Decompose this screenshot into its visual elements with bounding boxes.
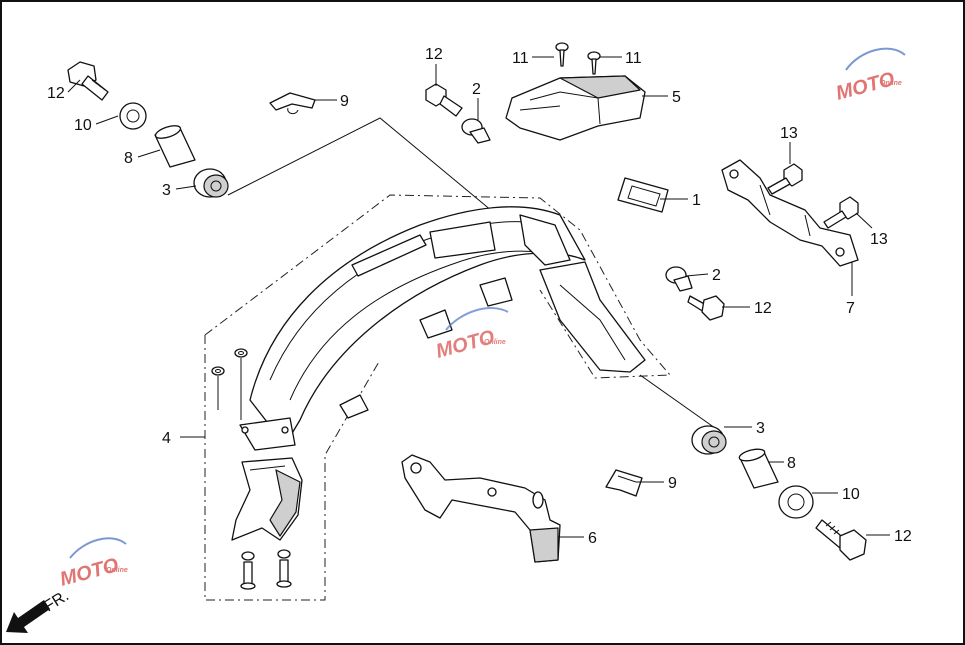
- watermark-small-text: Online: [484, 339, 506, 346]
- callout-11-right: 11: [625, 50, 642, 67]
- bolt-12-bottom-right: [815, 519, 867, 561]
- callout-7: 7: [846, 300, 855, 317]
- clip-9-top: [269, 92, 316, 115]
- collar-2-right: [665, 266, 693, 292]
- right-grommet-leader-line: [639, 374, 716, 429]
- callout-8-top-left: 8: [124, 150, 133, 167]
- callout-12-top-mid: 12: [425, 46, 443, 63]
- rear-fender: [239, 206, 646, 451]
- callout-10-right: 10: [842, 486, 860, 503]
- bracket-7: [721, 159, 859, 267]
- callout-4: 4: [162, 430, 171, 447]
- callout-9-top: 9: [340, 93, 349, 110]
- watermark-small-text: Online: [106, 567, 128, 574]
- collar-2-top-mid: [461, 118, 491, 144]
- callout-9-bottom: 9: [668, 475, 677, 492]
- watermark-swoosh-icon: [69, 537, 127, 559]
- callout-10-top-left: 10: [74, 117, 92, 134]
- collar-8-top-left: [154, 125, 196, 168]
- fender-assembly-lower-outline: [204, 335, 381, 601]
- callout-13-bottom: 13: [870, 231, 888, 248]
- callout-6: 6: [588, 530, 597, 547]
- callout-13-top: 13: [780, 125, 798, 142]
- bolt-13-bottom: [823, 196, 859, 229]
- callout-12-bottom-right: 12: [894, 528, 912, 545]
- clip-9-bottom: [605, 469, 643, 497]
- bolt-12-top-mid: [425, 83, 463, 117]
- watermark-swoosh-icon: [845, 47, 906, 71]
- bolt-12-right-mid: [687, 295, 725, 321]
- fender-washers: [211, 348, 291, 561]
- callout-3-top-left: 3: [162, 182, 171, 199]
- screw-11-left: [555, 42, 569, 67]
- fender-screws: [240, 559, 292, 590]
- callout-12-top-left: 12: [47, 85, 65, 102]
- grommet-3-top-left: [193, 168, 229, 198]
- collar-8-right: [738, 448, 779, 489]
- callout-leaders: [67, 56, 890, 538]
- washer-10-right: [778, 485, 814, 519]
- callout-5: 5: [672, 89, 681, 106]
- grommet-3-right: [691, 425, 727, 455]
- bolt-12-top-left: [67, 61, 109, 101]
- watermark-small-text: Online: [880, 80, 902, 87]
- callout-11-left: 11: [512, 50, 529, 67]
- washer-10-top-left: [119, 102, 147, 130]
- callout-12-right-mid: 12: [754, 300, 772, 317]
- callout-8-right: 8: [787, 455, 796, 472]
- bracket-6: [401, 454, 561, 563]
- fender-assembly-outline: [204, 194, 672, 379]
- front-direction-arrow: FR.: [6, 587, 72, 633]
- callout-1: 1: [692, 192, 701, 209]
- cover-5: [505, 75, 646, 141]
- watermark-swoosh-icon: [445, 307, 509, 331]
- callout-3-right: 3: [756, 420, 765, 437]
- watermark-bottom-left: MOTO Online: [58, 537, 128, 591]
- plate-1: [617, 177, 669, 213]
- bolt-13-top: [767, 163, 803, 195]
- callout-2-top-mid: 2: [472, 81, 481, 98]
- watermark-top-right: MOTO Online: [834, 47, 906, 105]
- front-arrow-icon: [6, 600, 50, 633]
- mud-flap: [231, 457, 303, 541]
- callout-numbers: 12 10 8 3 9 12 2 11 11 5 1 13 13 7 2 12 …: [47, 46, 912, 547]
- screw-11-right: [587, 51, 601, 75]
- callout-2-right: 2: [712, 267, 721, 284]
